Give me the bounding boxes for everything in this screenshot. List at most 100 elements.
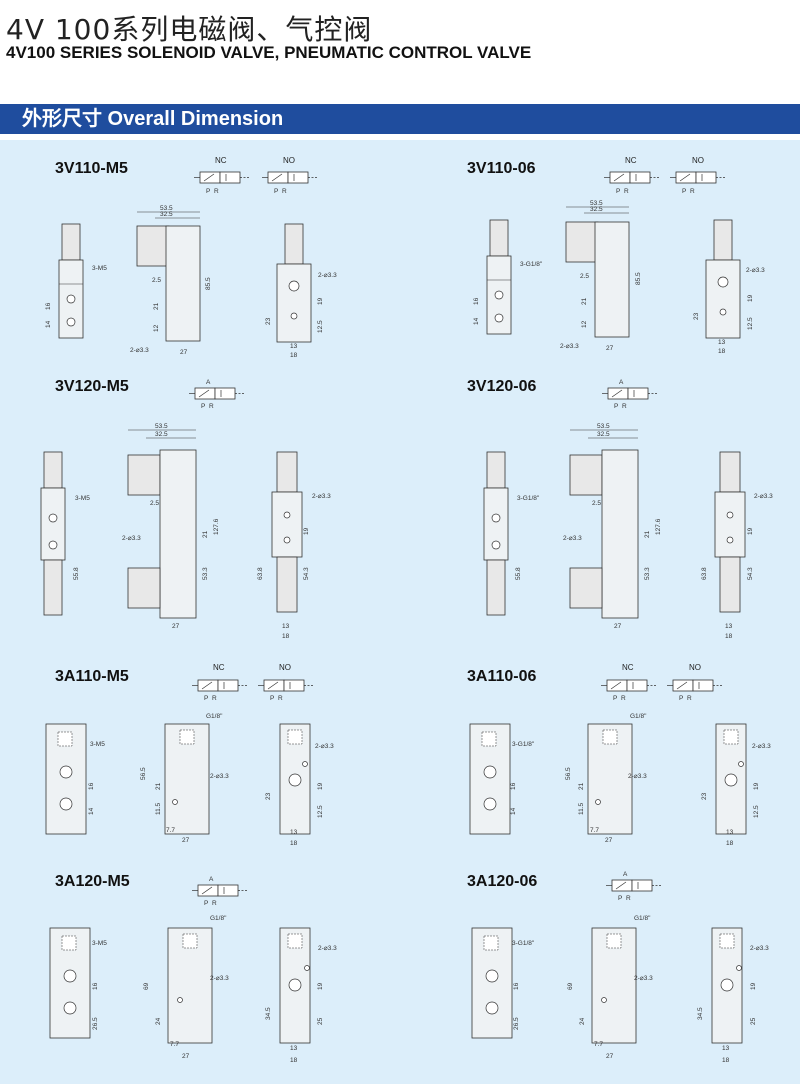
- svg-text:2-⌀3.3: 2-⌀3.3: [312, 493, 331, 500]
- svg-text:7.7: 7.7: [170, 1041, 179, 1048]
- svg-text:12.5: 12.5: [317, 805, 324, 818]
- svg-text:13: 13: [725, 623, 733, 630]
- svg-text:R: R: [214, 188, 219, 195]
- svg-text:R: R: [624, 188, 629, 195]
- dimension-panel: [0, 140, 800, 1084]
- svg-text:11.5: 11.5: [578, 802, 585, 815]
- svg-text:55.8: 55.8: [515, 567, 522, 580]
- svg-text:7.7: 7.7: [166, 827, 175, 834]
- svg-text:P: P: [270, 695, 274, 702]
- svg-text:2-⌀3.3: 2-⌀3.3: [746, 267, 765, 274]
- svg-text:A: A: [209, 876, 214, 883]
- svg-text:P: P: [206, 188, 210, 195]
- svg-text:27: 27: [172, 623, 180, 630]
- svg-text:13: 13: [290, 829, 298, 836]
- svg-text:56.5: 56.5: [140, 767, 147, 780]
- model-label-3a110-m5: 3A110-M5: [55, 668, 129, 685]
- svg-text:25: 25: [750, 1017, 757, 1025]
- symbol-nc-label: NC: [213, 663, 225, 672]
- drawing-3v110-m5: NC NO P R P R 3-M5 16 14 53.5 32.5 85.5 …: [45, 156, 337, 359]
- page-title-en: 4V100 SERIES SOLENOID VALVE, PNEUMATIC C…: [6, 43, 532, 62]
- svg-text:3-G1/8": 3-G1/8": [512, 940, 535, 947]
- svg-text:P: P: [682, 188, 686, 195]
- svg-text:2-⌀3.3: 2-⌀3.3: [563, 535, 582, 542]
- svg-text:25: 25: [317, 1017, 324, 1025]
- svg-text:16: 16: [510, 782, 517, 790]
- svg-text:7.7: 7.7: [590, 827, 599, 834]
- model-label-3a120-06: 3A120-06: [467, 873, 538, 890]
- svg-text:2-⌀3.3: 2-⌀3.3: [752, 743, 771, 750]
- drawing-3a110-06: NC NO P R P R 3-G1/8" 16 14 G1/8" 2-⌀3.3…: [469, 663, 771, 847]
- page-title-cn: 4V 100系列电磁阀、气控阀: [6, 13, 373, 46]
- drawing-3a120-m5: A P R 3-M5 16 26.5 G1/8" 2-⌀3.3 69 24 7.…: [49, 876, 337, 1064]
- svg-text:16: 16: [88, 782, 95, 790]
- svg-text:32.5: 32.5: [160, 211, 173, 218]
- svg-text:18: 18: [290, 352, 298, 359]
- svg-text:18: 18: [726, 840, 734, 847]
- svg-text:2.5: 2.5: [150, 500, 159, 507]
- svg-text:85.5: 85.5: [635, 272, 642, 285]
- svg-text:19: 19: [303, 527, 310, 535]
- svg-text:R: R: [278, 695, 283, 702]
- section-banner: 外形尺寸 Overall Dimension: [0, 104, 800, 134]
- svg-text:19: 19: [747, 527, 754, 535]
- svg-text:26.5: 26.5: [92, 1017, 99, 1030]
- svg-text:53.3: 53.3: [202, 567, 209, 580]
- svg-text:P: P: [274, 188, 278, 195]
- svg-text:P: P: [204, 695, 208, 702]
- svg-text:63.8: 63.8: [701, 567, 708, 580]
- svg-text:R: R: [282, 188, 287, 195]
- svg-text:R: R: [687, 695, 692, 702]
- svg-text:26.5: 26.5: [513, 1017, 520, 1030]
- svg-text:18: 18: [290, 840, 298, 847]
- svg-text:2-⌀3.3: 2-⌀3.3: [315, 743, 334, 750]
- svg-text:19: 19: [747, 294, 754, 302]
- svg-text:R: R: [622, 403, 627, 410]
- svg-text:3-G1/8": 3-G1/8": [520, 261, 543, 268]
- symbol-nc-label: NC: [622, 663, 634, 672]
- svg-text:14: 14: [88, 807, 95, 815]
- svg-text:53.5: 53.5: [590, 200, 603, 207]
- svg-text:55.8: 55.8: [73, 567, 80, 580]
- svg-text:21: 21: [153, 302, 160, 310]
- svg-text:3-M5: 3-M5: [92, 265, 107, 272]
- svg-text:3-M5: 3-M5: [75, 495, 90, 502]
- svg-text:127.6: 127.6: [655, 518, 662, 535]
- svg-text:27: 27: [614, 623, 622, 630]
- svg-text:2-⌀3.3: 2-⌀3.3: [122, 535, 141, 542]
- svg-text:13: 13: [718, 339, 726, 346]
- svg-text:53.5: 53.5: [160, 205, 173, 212]
- svg-text:P: P: [613, 695, 617, 702]
- svg-text:54.3: 54.3: [747, 567, 754, 580]
- svg-text:27: 27: [606, 1053, 614, 1060]
- svg-text:P: P: [201, 403, 205, 410]
- svg-text:P: P: [204, 900, 208, 907]
- svg-text:R: R: [621, 695, 626, 702]
- svg-text:19: 19: [317, 297, 324, 305]
- symbol-nc-label: NC: [215, 156, 227, 165]
- svg-text:P: P: [679, 695, 683, 702]
- svg-text:32.5: 32.5: [155, 431, 168, 438]
- svg-text:21: 21: [644, 530, 651, 538]
- drawing-3a120-06: A P R 3-G1/8" 16 26.5 G1/8" 2-⌀3.3 69 24…: [471, 871, 769, 1064]
- drawing-3v110-06: NC NO P R P R 3-G1/8" 16 14 53.5 32.5 85…: [473, 156, 765, 355]
- svg-text:2.5: 2.5: [592, 500, 601, 507]
- svg-text:2.5: 2.5: [152, 277, 161, 284]
- svg-text:14: 14: [45, 320, 52, 328]
- svg-text:69: 69: [143, 982, 150, 990]
- svg-text:34.5: 34.5: [265, 1007, 272, 1020]
- symbol-no-label: NO: [689, 663, 701, 672]
- svg-text:P: P: [618, 895, 622, 902]
- svg-text:63.8: 63.8: [257, 567, 264, 580]
- svg-text:19: 19: [753, 782, 760, 790]
- svg-text:2-⌀3.3: 2-⌀3.3: [318, 945, 337, 952]
- svg-text:A: A: [623, 871, 628, 878]
- svg-text:16: 16: [513, 982, 520, 990]
- svg-text:16: 16: [92, 982, 99, 990]
- svg-text:23: 23: [693, 312, 700, 320]
- svg-text:R: R: [626, 895, 631, 902]
- svg-text:12: 12: [153, 324, 160, 332]
- svg-text:2-⌀3.3: 2-⌀3.3: [210, 975, 229, 982]
- symbol-nc-label: NC: [625, 156, 637, 165]
- svg-text:32.5: 32.5: [590, 206, 603, 213]
